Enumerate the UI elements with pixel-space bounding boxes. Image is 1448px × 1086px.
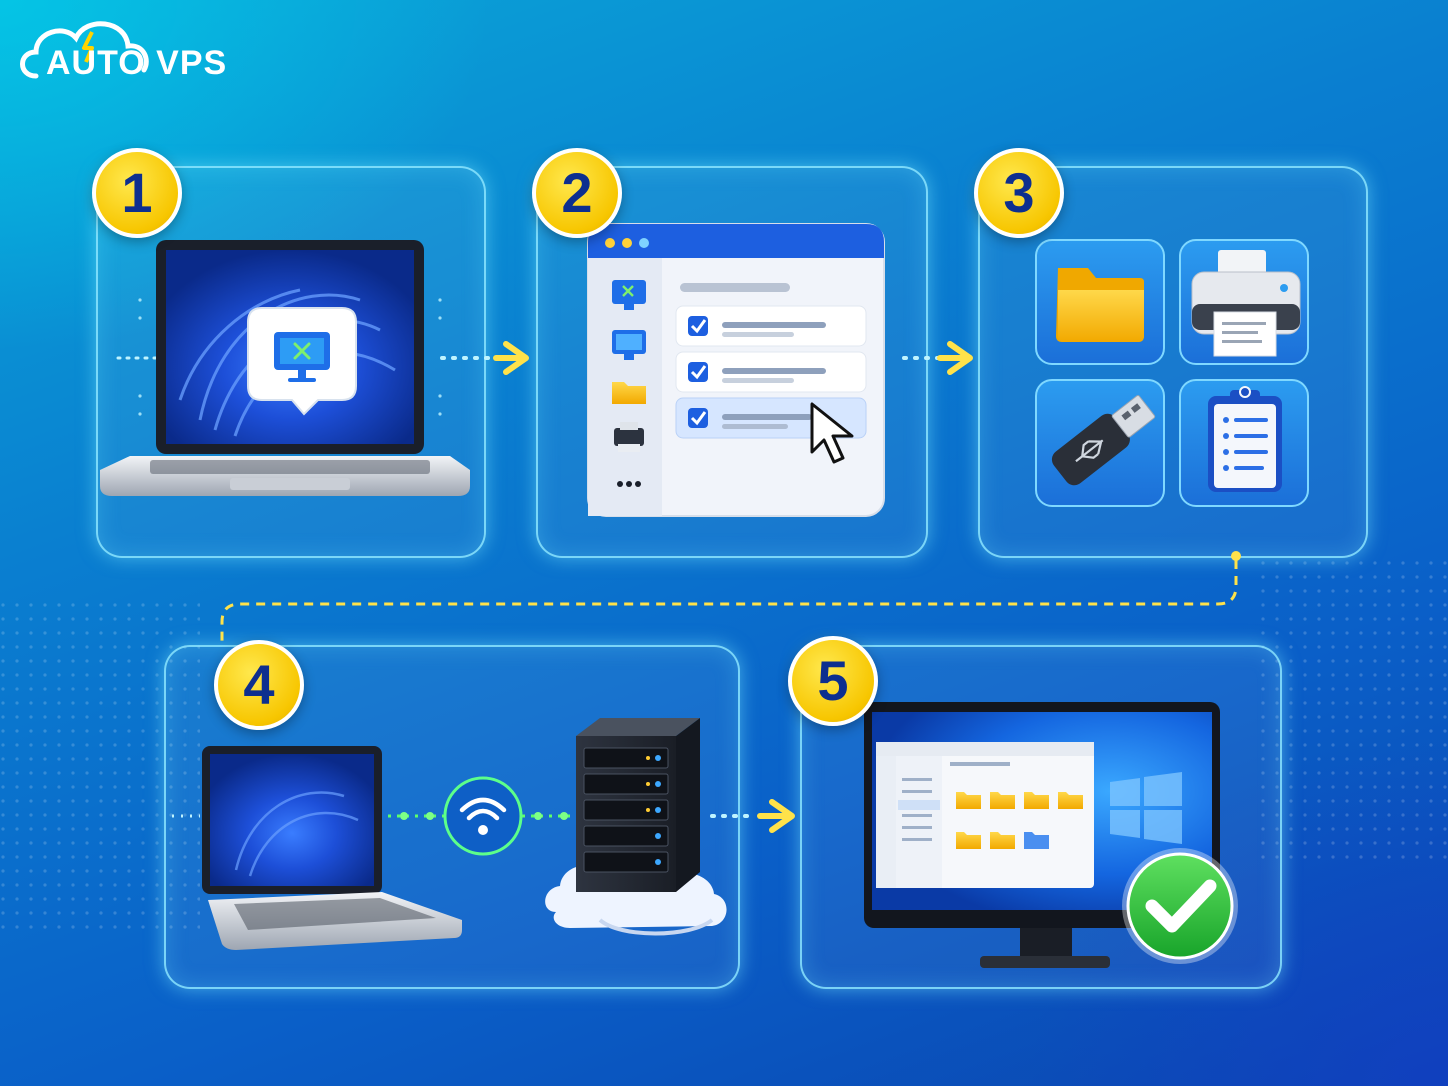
resource-selection-window-icon <box>587 223 885 517</box>
dashed-connector-line <box>220 551 1241 646</box>
brand-logo <box>16 14 256 86</box>
flow-arrow-icon <box>902 341 973 375</box>
network-connection-illustration <box>172 718 727 950</box>
mouse-cursor-icon <box>810 402 854 464</box>
step-badge-4: 4 <box>214 640 304 730</box>
brand-name: AUTO VPS <box>46 44 228 82</box>
flow-arrow-icon <box>710 799 795 833</box>
printer-icon <box>1191 250 1301 357</box>
step-badge-1: 1 <box>92 148 182 238</box>
step-badge-5: 5 <box>788 636 878 726</box>
folder-icon <box>1056 268 1144 342</box>
step-badge-3: 3 <box>974 148 1064 238</box>
laptop-remote-desktop-icon <box>100 240 470 496</box>
laptop-icon <box>202 746 462 950</box>
remote-desktop-monitor-icon <box>864 702 1238 968</box>
success-checkmark-icon <box>1122 848 1238 964</box>
shared-resources-grid <box>1035 239 1309 507</box>
usb-drive-icon <box>1051 395 1156 486</box>
server-tower-icon <box>576 718 700 892</box>
flow-arrow-icon <box>440 341 529 375</box>
cloud-lightning-icon <box>20 21 149 79</box>
step-badge-2: 2 <box>532 148 622 238</box>
wifi-icon <box>443 776 523 856</box>
clipboard-icon <box>1208 386 1282 492</box>
